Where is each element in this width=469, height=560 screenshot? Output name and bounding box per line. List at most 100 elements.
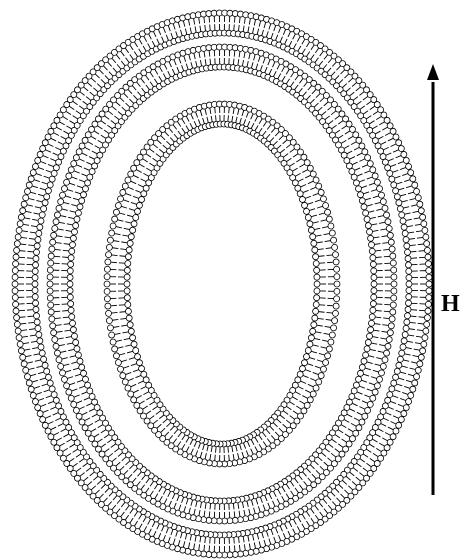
lipid-inner-leaflet [370, 301, 382, 307]
lipid-outer-leaflet [415, 341, 427, 347]
lipid-inner-leaflet [127, 215, 139, 221]
lipid-inner-leaflet [79, 382, 90, 388]
lipid-inner-leaflet [64, 320, 76, 326]
lipid-outer-leaflet [76, 149, 87, 156]
lipid-outer-leaflet [216, 10, 222, 22]
lipid-inner-leaflet [363, 210, 375, 216]
lipid-outer-leaflet [380, 337, 392, 343]
lipid-outer-leaflet [40, 416, 51, 423]
lipid-outer-leaflet [328, 266, 340, 272]
lipid-inner-leaflet [35, 356, 47, 362]
lipid-inner-leaflet [365, 223, 377, 229]
lipid-outer-leaflet [51, 232, 63, 238]
lipid-inner-leaflet [118, 274, 130, 280]
lipid-outer-leaflet [20, 354, 32, 360]
lipid-outer-leaflet [243, 12, 249, 24]
arrow-head [427, 64, 439, 80]
lipid-outer-leaflet [15, 328, 27, 334]
lipid-inner-leaflet [121, 240, 133, 246]
lipid-inner-leaflet [295, 184, 306, 191]
lipid-outer-leaflet [328, 274, 340, 280]
lipid-outer-leaflet [232, 102, 238, 114]
lipid-outer-leaflet [385, 433, 396, 440]
lipid-outer-leaflet [408, 188, 420, 194]
lipid-inner-leaflet [353, 180, 364, 186]
lipid-outer-leaflet [12, 274, 24, 280]
lipid-inner-leaflet [71, 204, 83, 210]
lipid-inner-leaflet [62, 261, 74, 267]
lipid-inner-leaflet [404, 249, 416, 255]
lipid-inner-leaflet [66, 333, 78, 339]
lipid-outer-leaflet [364, 167, 375, 173]
lipid-inner-leaflet [397, 206, 409, 212]
lipid-outer-leaflet [378, 212, 390, 218]
lipid-inner-leaflet [403, 237, 415, 243]
lipid-outer-leaflet [125, 384, 136, 391]
lipid-inner-leaflet [62, 301, 74, 307]
lipid-outer-leaflet [325, 237, 337, 243]
lipid-outer-leaflet [369, 383, 381, 389]
lipid-outer-leaflet [106, 318, 118, 324]
lipid-inner-leaflet [405, 306, 417, 312]
lipid-inner-leaflet [33, 350, 45, 356]
lipid-outer-leaflet [396, 410, 407, 416]
lipid-outer-leaflet [211, 455, 217, 467]
lipid-outer-leaflet [237, 11, 243, 23]
lipid-outer-leaflet [237, 45, 243, 57]
lipid-outer-leaflet [406, 182, 418, 188]
lipid-outer-leaflet [308, 384, 319, 391]
outer-bilayer [12, 10, 432, 558]
lipid-outer-leaflet [54, 350, 66, 356]
lipid-inner-leaflet [40, 188, 52, 194]
lipid-inner-leaflet [314, 295, 326, 301]
lipid-inner-leaflet [35, 206, 47, 212]
lipid-outer-leaflet [354, 418, 365, 425]
lipid-inner-leaflet [75, 192, 87, 198]
lipid-inner-leaflet [86, 399, 97, 406]
lipid-inner-leaflet [118, 288, 130, 294]
lipid-inner-leaflet [399, 350, 411, 356]
lipid-outer-leaflet [379, 219, 391, 225]
lipid-inner-leaflet [33, 212, 45, 218]
lipid-outer-leaflet [328, 288, 340, 294]
lipid-inner-leaflet [406, 275, 418, 281]
lipid-outer-leaflet [375, 199, 387, 205]
lipid-outer-leaflet [104, 296, 116, 302]
lipid-outer-leaflet [410, 367, 422, 373]
lipid-outer-leaflet [322, 339, 334, 345]
lipid-outer-leaflet [222, 546, 228, 558]
lipid-outer-leaflet [396, 151, 407, 157]
lipid-outer-leaflet [317, 360, 329, 366]
lipid-outer-leaflet [26, 182, 38, 188]
lipid-outer-leaflet [113, 209, 125, 215]
lipid-inner-leaflet [404, 313, 416, 319]
lipid-outer-leaflet [322, 223, 334, 229]
lipid-outer-leaflet [48, 309, 60, 315]
lipid-outer-leaflet [420, 281, 432, 287]
lipid-inner-leaflet [71, 358, 83, 364]
lipid-inner-leaflet [313, 260, 325, 266]
lipid-inner-leaflet [371, 274, 383, 280]
lipid-inner-leaflet [61, 274, 73, 280]
lipid-inner-leaflet [135, 371, 146, 377]
lipid-outer-leaflet [222, 44, 228, 56]
lipid-outer-leaflet [201, 545, 207, 557]
lipid-outer-leaflet [417, 234, 429, 240]
lipid-outer-leaflet [42, 140, 53, 147]
lipid-outer-leaflet [23, 195, 35, 201]
lipid-outer-leaflet [13, 254, 25, 260]
lipid-inner-leaflet [29, 237, 41, 243]
lipid-inner-leaflet [369, 248, 381, 254]
lipid-inner-leaflet [404, 243, 416, 249]
lipid-outer-leaflet [412, 208, 424, 214]
lipid-outer-leaflet [385, 281, 397, 287]
lipid-outer-leaflet [412, 354, 424, 360]
inner-bilayer [104, 101, 340, 467]
lipid-inner-leaflet [84, 394, 95, 401]
lipid-inner-leaflet [121, 322, 133, 328]
lipid-outer-leaflet [418, 315, 430, 321]
lipid-outer-leaflet [393, 416, 404, 423]
lipid-inner-leaflet [32, 344, 44, 350]
lipid-outer-leaflet [371, 376, 383, 382]
lipid-outer-leaflet [321, 346, 333, 352]
